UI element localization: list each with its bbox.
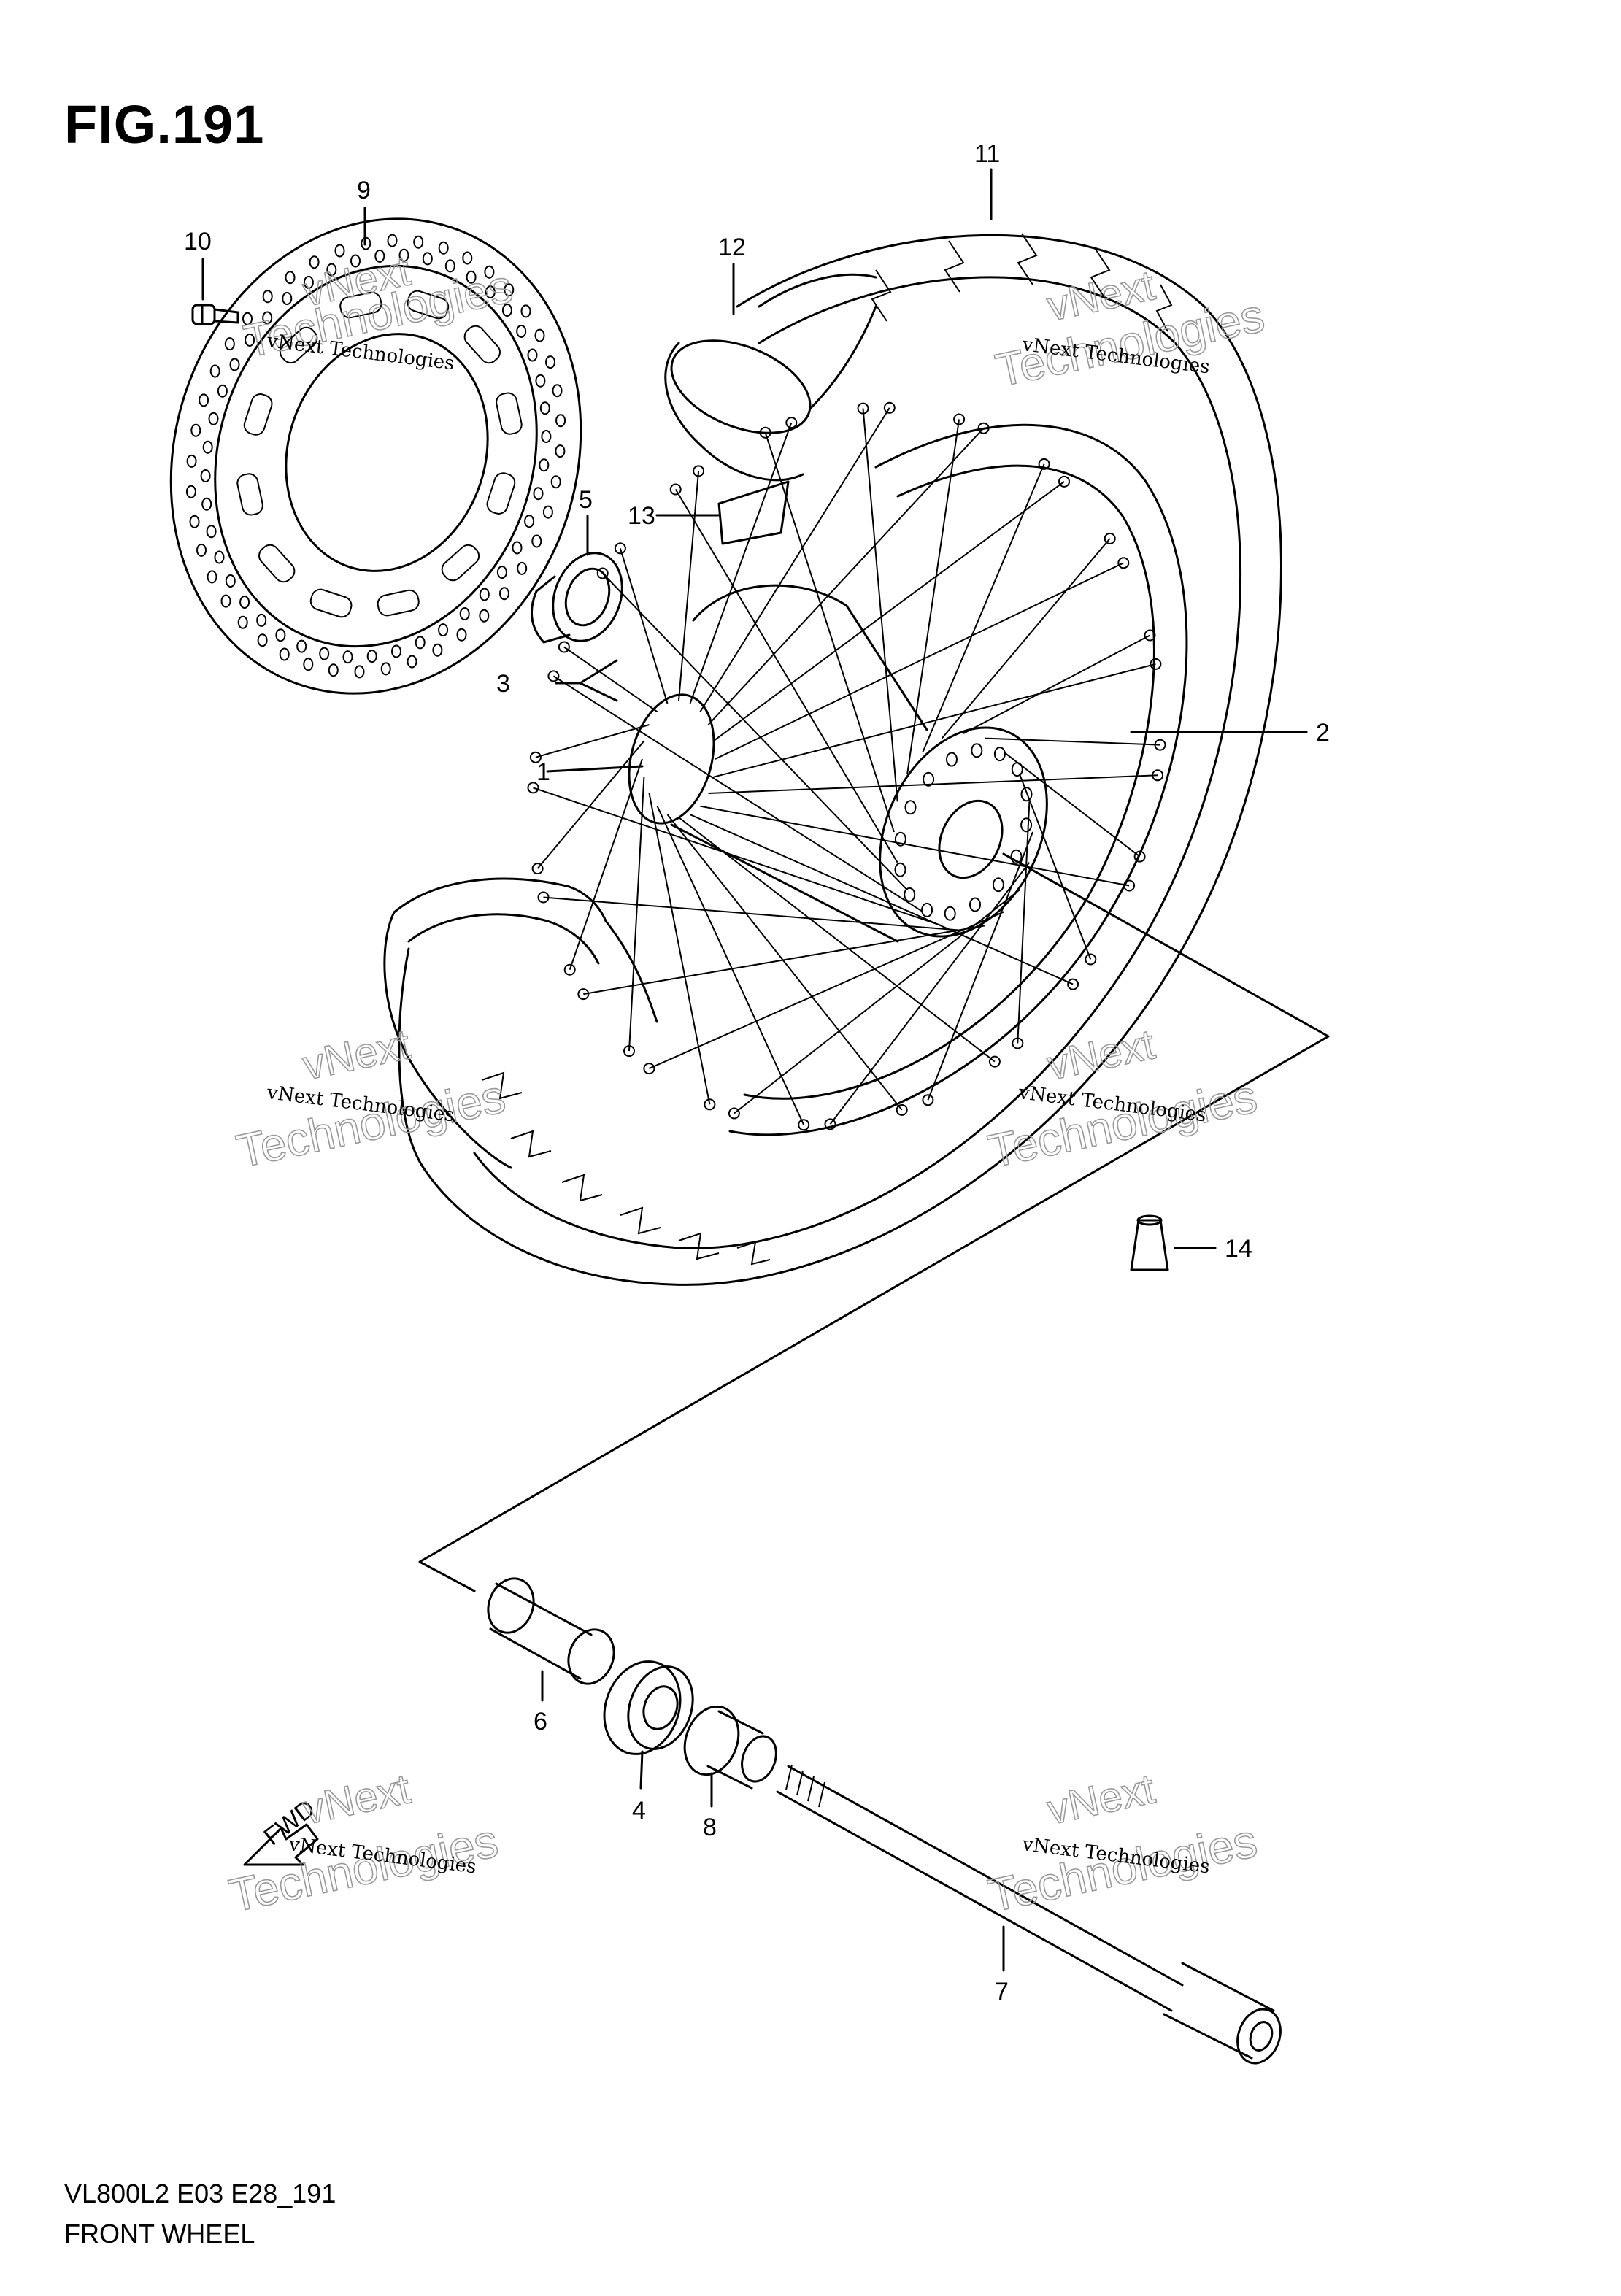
callout-9: 9: [357, 177, 371, 204]
wheel-spokes[interactable]: [527, 401, 1166, 1131]
callout-10: 10: [184, 228, 212, 255]
callout-numbers: 1 2 3 4 5 6 7 8 9 10 11 12 13 14: [184, 140, 1330, 2006]
watermark: Technologies vNext vNext Technologies: [239, 247, 517, 375]
collar[interactable]: [676, 1699, 782, 1790]
callout-11: 11: [974, 140, 1000, 168]
svg-text:vNext: vNext: [1043, 1020, 1159, 1089]
disc-bolt[interactable]: [191, 304, 239, 325]
figure-name: FRONT WHEEL: [64, 2219, 255, 2249]
tube-flap[interactable]: [717, 480, 790, 545]
svg-text:vNext: vNext: [299, 1765, 415, 1833]
callout-1: 1: [536, 758, 550, 786]
disc-vent-holes: [185, 234, 566, 679]
svg-text:vNext: vNext: [299, 1020, 415, 1089]
exploded-view-line: [418, 852, 1330, 1592]
callout-13: 13: [628, 502, 655, 530]
disc-lightening-slots: [236, 290, 523, 618]
callout-6: 6: [534, 1708, 547, 1736]
spacer[interactable]: [481, 1572, 621, 1690]
rim-tape[interactable]: [658, 273, 877, 482]
leader-lines: [201, 168, 1308, 1972]
svg-text:vNext: vNext: [1043, 1765, 1159, 1833]
callout-5: 5: [579, 486, 593, 514]
svg-text:Technologies: Technologies: [984, 1814, 1261, 1922]
watermark: Technologies vNext vNext Technologies: [983, 1765, 1262, 1923]
front-tire[interactable]: [383, 233, 1282, 1286]
valve-cap[interactable]: [1130, 1214, 1169, 1271]
callout-2: 2: [1316, 719, 1330, 747]
bearing-right[interactable]: [592, 1651, 704, 1765]
callout-12: 12: [718, 234, 746, 261]
watermarks: Technologies vNext vNext Technologies Te…: [224, 247, 1269, 1923]
callout-14: 14: [1225, 1235, 1252, 1263]
watermark: Technologies vNext vNext Technologies: [990, 261, 1269, 398]
bearing-left[interactable]: [531, 543, 634, 650]
hub-spoke-holes: [894, 743, 1033, 921]
callout-4: 4: [632, 1797, 646, 1825]
figure-model-code: VL800L2 E03 E28_191: [64, 2178, 336, 2208]
callout-7: 7: [995, 1978, 1009, 2006]
figure-title: FIG.191: [64, 94, 265, 155]
callout-8: 8: [703, 1814, 717, 1841]
callout-3: 3: [496, 670, 510, 698]
brake-disc[interactable]: [110, 165, 641, 747]
watermark: Technologies vNext vNext Technologies: [231, 1020, 510, 1179]
front-axle[interactable]: [776, 1764, 1287, 2069]
